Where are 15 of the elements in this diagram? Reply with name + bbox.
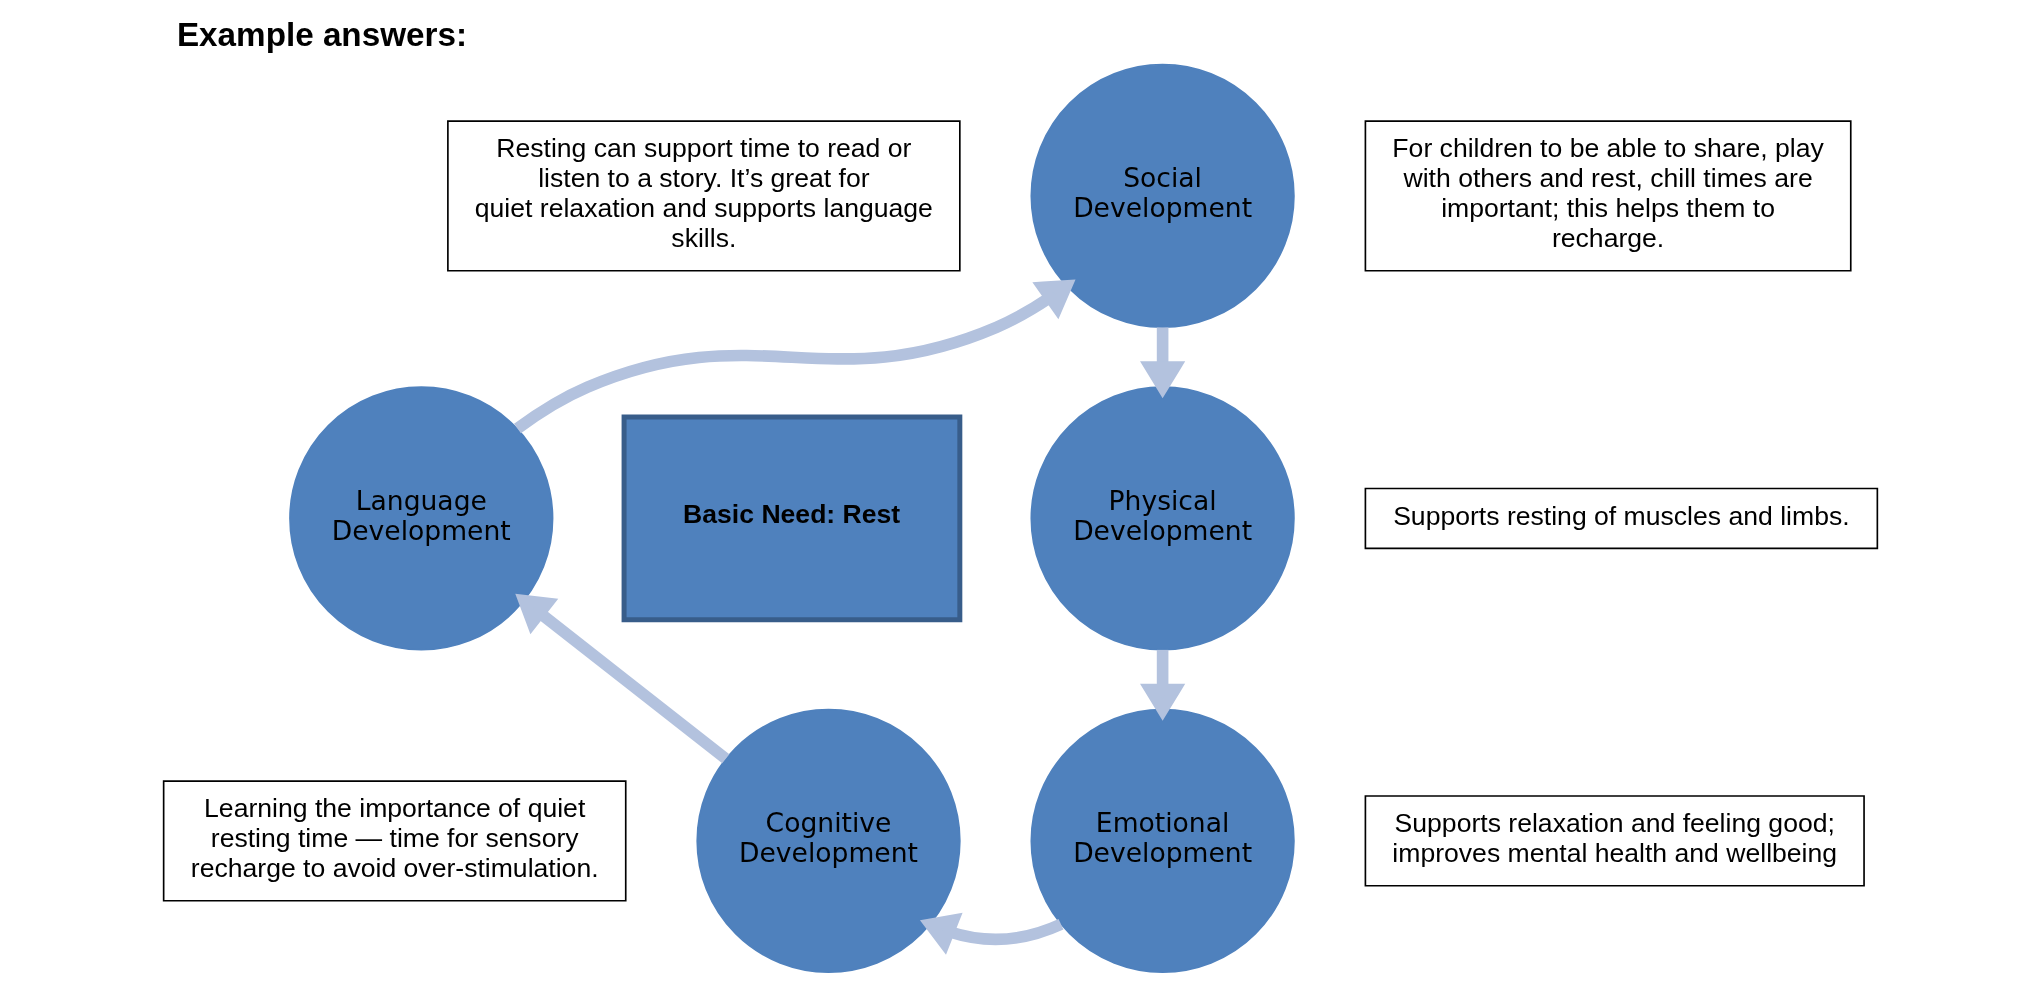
node-box: Supports resting of muscles and limbs. xyxy=(1364,487,1878,550)
arrow xyxy=(919,912,1063,955)
arrow xyxy=(1139,327,1185,399)
node-box: Resting can support time to read or listen to a story. It’s great for quiet relaxation and supports language skills. xyxy=(446,120,961,272)
node-box: Basic Need: Rest xyxy=(621,414,962,623)
arrow xyxy=(513,279,1076,434)
node-box: Learning the importance of quiet resting time — time for sensory recharge to avoid over-stimulation. xyxy=(162,780,627,902)
node-box: For children to be able to share, play with others and rest, chill times are important; this helps them to recharge. xyxy=(1364,120,1852,272)
node-box: Supports relaxation and feeling good; improves mental health and wellbeing xyxy=(1364,795,1865,887)
arrow xyxy=(1139,649,1185,721)
node-circle: Physical Development xyxy=(1029,386,1295,651)
node-circle: Language Development xyxy=(288,386,553,651)
node-circle: Emotional Development xyxy=(1029,708,1295,974)
diagram-title: Example answers: xyxy=(176,16,467,54)
arrow xyxy=(514,593,729,764)
